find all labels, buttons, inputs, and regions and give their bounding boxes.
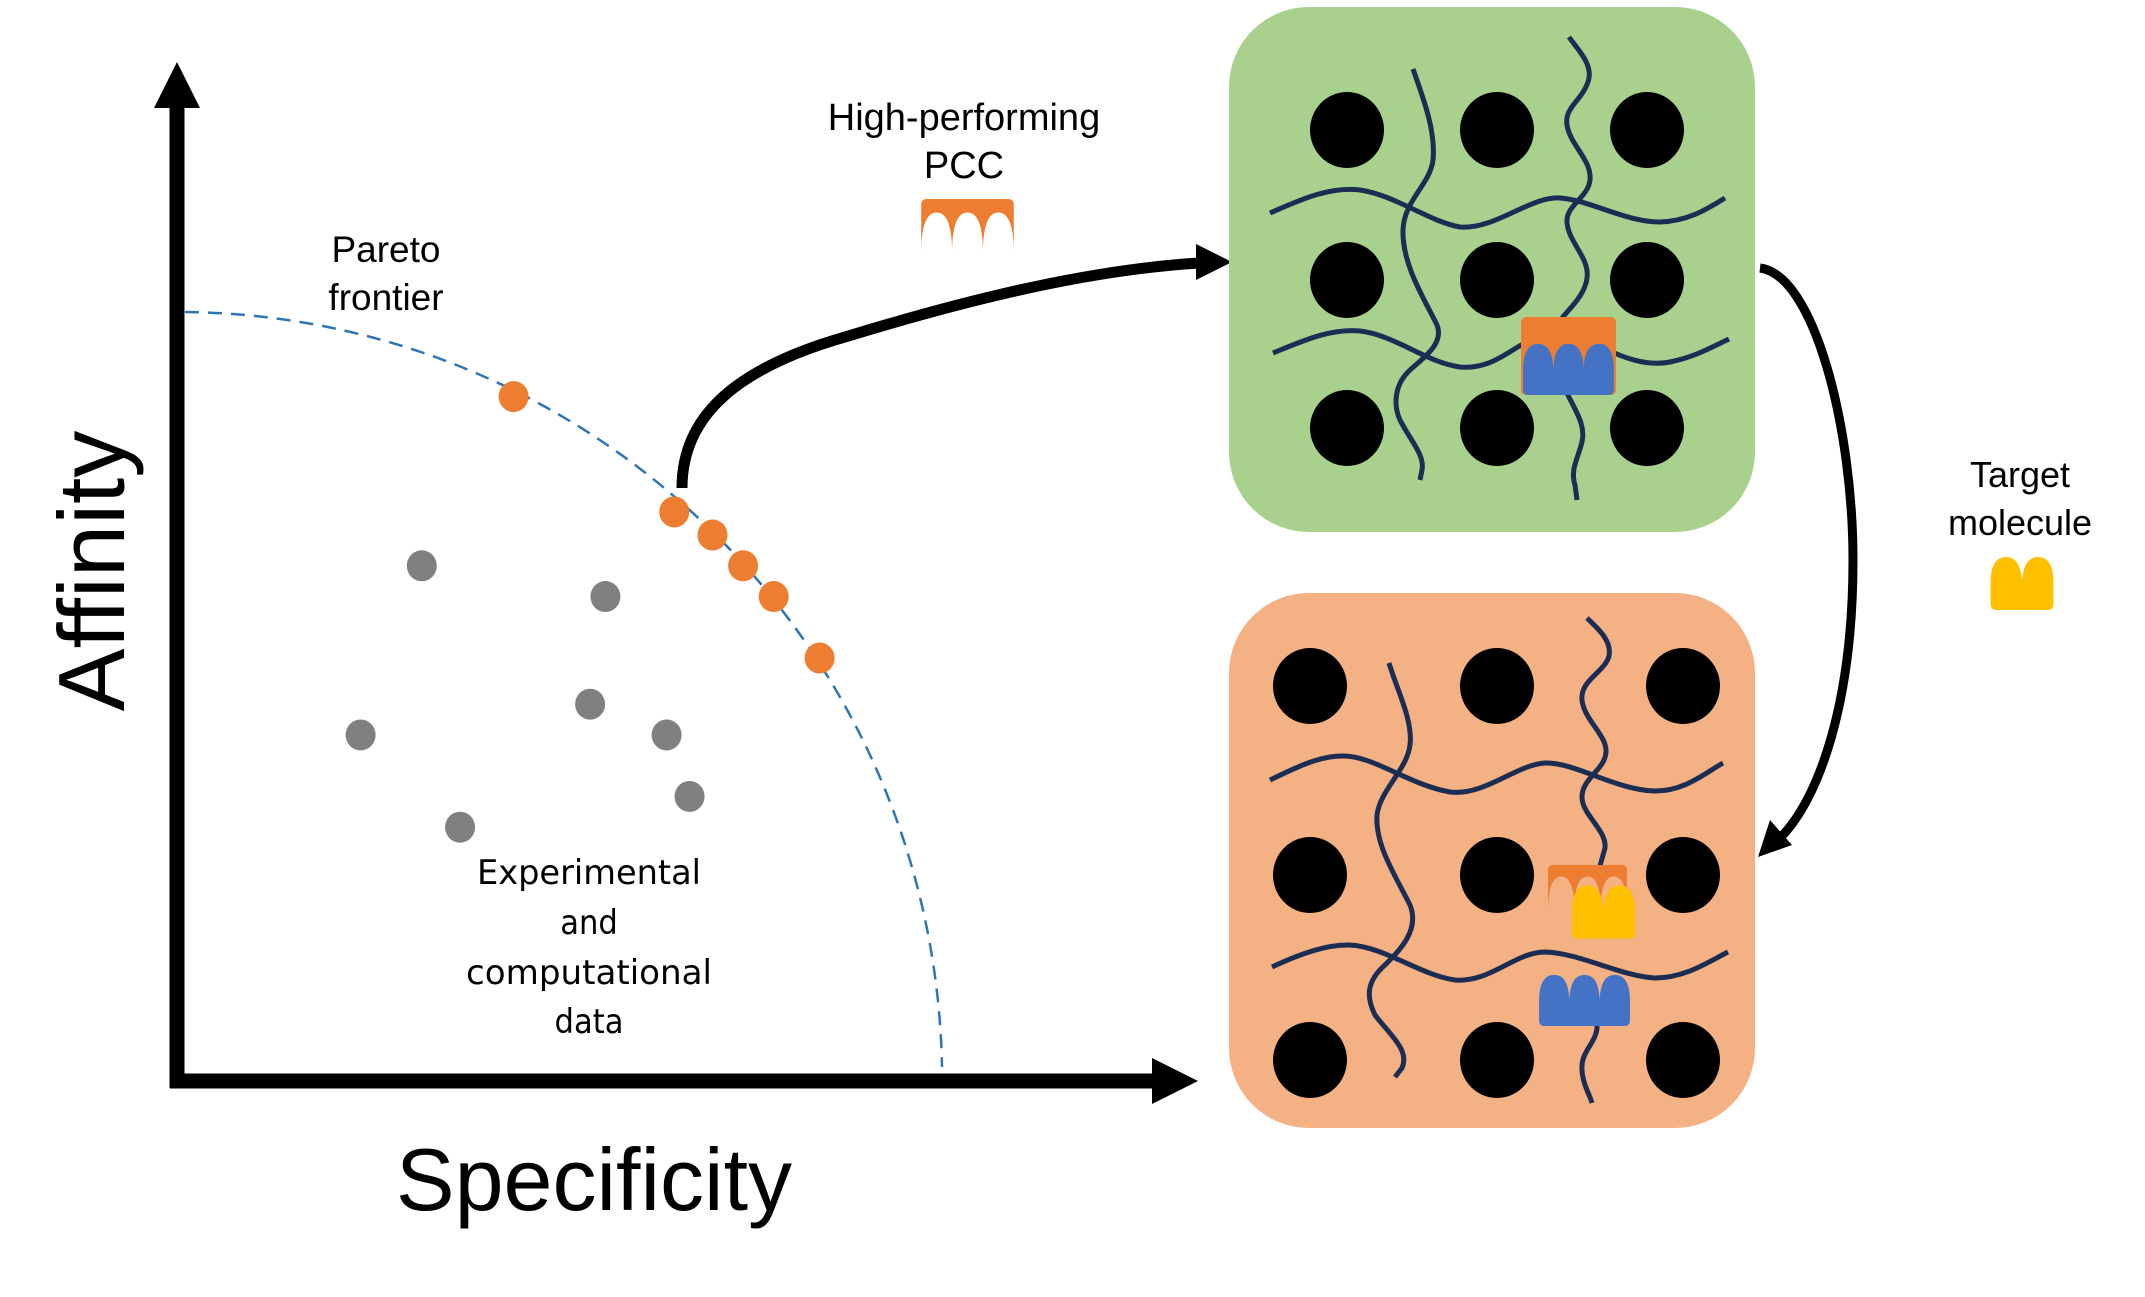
data-label-line1: Experimental xyxy=(477,853,701,893)
y-axis-label: Affinity xyxy=(39,431,144,711)
pareto-label-line2: frontier xyxy=(328,277,443,318)
bead xyxy=(1460,648,1534,724)
data-point xyxy=(575,688,606,720)
green-chain-h2 xyxy=(1272,328,1527,370)
green-chain-h2-right xyxy=(1610,336,1731,366)
free-receptor xyxy=(1539,974,1630,1026)
orange-panel-beads xyxy=(1273,648,1720,1098)
data-point xyxy=(345,719,376,751)
bead xyxy=(1310,242,1384,318)
orange-chain-v2 xyxy=(1579,616,1612,867)
green-chain-v1 xyxy=(1393,68,1441,481)
orange-chain-v1 xyxy=(1366,662,1416,1079)
bound-complex-green xyxy=(1521,317,1616,395)
target-label-line2: molecule xyxy=(1948,502,2092,543)
bead xyxy=(1310,390,1384,466)
bead xyxy=(1460,837,1534,913)
bead xyxy=(1460,1022,1534,1098)
pareto-point xyxy=(659,496,690,528)
x-axis-arrowhead xyxy=(1152,1058,1198,1104)
data-label-line3: computational xyxy=(466,953,712,993)
bead xyxy=(1610,242,1684,318)
arrow-green-to-orange-head xyxy=(1758,820,1792,857)
data-point xyxy=(674,780,705,812)
bead xyxy=(1646,1022,1720,1098)
green-panel xyxy=(1229,7,1755,532)
pareto-point xyxy=(697,519,728,551)
pareto-point xyxy=(728,550,759,582)
pareto-frontier-curve xyxy=(184,310,944,1068)
green-panel-beads xyxy=(1310,92,1684,466)
pareto-point xyxy=(804,642,835,674)
pareto-label-line1: Pareto xyxy=(331,229,440,270)
orange-chain-h2 xyxy=(1270,942,1730,983)
target-molecule-icon xyxy=(1990,557,2054,610)
data-point xyxy=(445,811,476,843)
data-point xyxy=(651,719,682,751)
data-point xyxy=(590,581,621,613)
data-label-line4: data xyxy=(555,1002,624,1042)
pcc-label-line1: High-performing xyxy=(828,97,1100,139)
arrow-green-to-orange xyxy=(1758,263,1858,844)
bead xyxy=(1310,92,1384,168)
bead xyxy=(1273,837,1347,913)
arrow-to-green-panel xyxy=(676,257,1201,489)
pareto-chart: Affinity Specificity Pareto frontier Exp… xyxy=(39,62,1198,1229)
data-label-line2: and xyxy=(560,903,618,943)
pareto-point xyxy=(498,381,529,413)
bead xyxy=(1646,648,1720,724)
bead xyxy=(1273,1022,1347,1098)
orange-panel xyxy=(1229,593,1755,1128)
bead xyxy=(1460,92,1534,168)
bead xyxy=(1460,242,1534,318)
orange-chain-v2-lower xyxy=(1579,1024,1600,1104)
data-point xyxy=(406,550,437,582)
bead xyxy=(1610,92,1684,168)
arrow-to-green-panel-head xyxy=(1196,244,1232,280)
x-axis-label: Specificity xyxy=(396,1130,792,1229)
receptor-bound xyxy=(1523,343,1614,395)
pareto-point xyxy=(758,581,789,613)
bead xyxy=(1273,648,1347,724)
orange-chain-h1 xyxy=(1268,753,1725,795)
green-chain-v2-lower xyxy=(1564,391,1586,501)
green-chain-v2 xyxy=(1560,35,1593,320)
green-chain-h1 xyxy=(1269,186,1727,230)
pcc-icon xyxy=(921,199,1014,253)
bead xyxy=(1460,390,1534,466)
bead xyxy=(1646,837,1720,913)
pcc-label-line2: PCC xyxy=(924,145,1004,187)
target-label-line1: Target xyxy=(1970,454,2070,495)
data-points xyxy=(345,381,835,843)
y-axis-arrowhead xyxy=(154,62,200,108)
bead xyxy=(1610,390,1684,466)
